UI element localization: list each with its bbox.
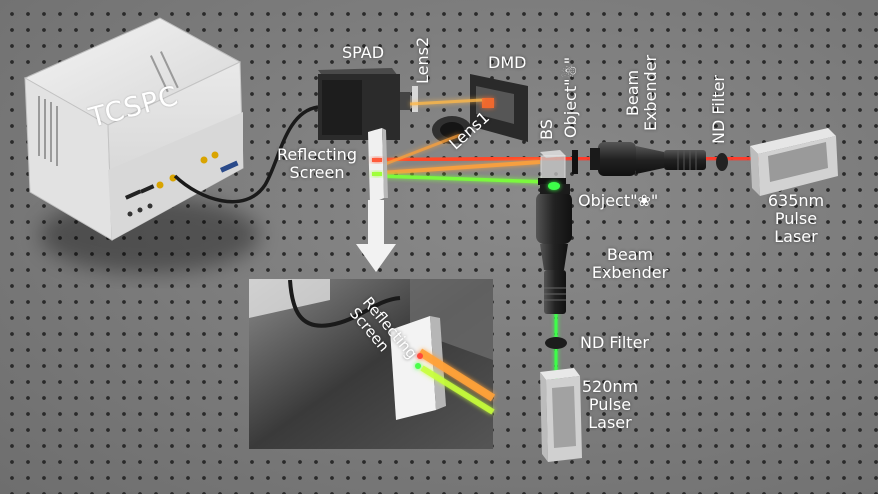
beam-expander-top-label: Beam Exbender: [623, 54, 660, 132]
nd-filter-top: [716, 153, 728, 171]
beam-expander-bottom: [536, 182, 572, 314]
green-laser-housing: [540, 368, 582, 462]
laser-red-label: 635nm Pulse Laser: [767, 191, 825, 246]
beam-splitter: [540, 150, 566, 183]
dmd-device: [470, 74, 528, 142]
beam-expander-bottom-label: Beam Exbender: [591, 245, 669, 282]
object-top-label: Object"☃": [561, 56, 580, 138]
object-bottom-label: Object"❀": [578, 191, 659, 210]
bs-label: BS: [537, 119, 556, 140]
lens2-element: [412, 86, 418, 112]
orange-return-beam: [379, 98, 541, 175]
object-mount-bottom: [538, 178, 566, 185]
object-mount-top: [572, 150, 578, 174]
reflecting-screen-label: Reflecting Screen: [277, 145, 357, 182]
inset-zoom-panel: [249, 279, 496, 449]
red-laser-housing: [750, 128, 838, 196]
lens2-label: Lens2: [413, 36, 432, 84]
spad-detector: [318, 68, 410, 140]
beam-expander-top: [590, 142, 706, 176]
reflecting-screen: [368, 128, 388, 204]
spad-label: SPAD: [342, 43, 385, 62]
tcspc-spad-cable: [173, 105, 319, 204]
down-arrow-icon: [356, 200, 396, 272]
laser-green-label: 520nm Pulse Laser: [581, 377, 639, 432]
lens1-element: [432, 116, 472, 144]
nd-filter-bottom-label: ND Filter: [580, 333, 649, 352]
dmd-label: DMD: [488, 53, 527, 72]
nd-filter-bottom: [545, 337, 567, 349]
nd-filter-top-label: ND Filter: [709, 75, 728, 144]
